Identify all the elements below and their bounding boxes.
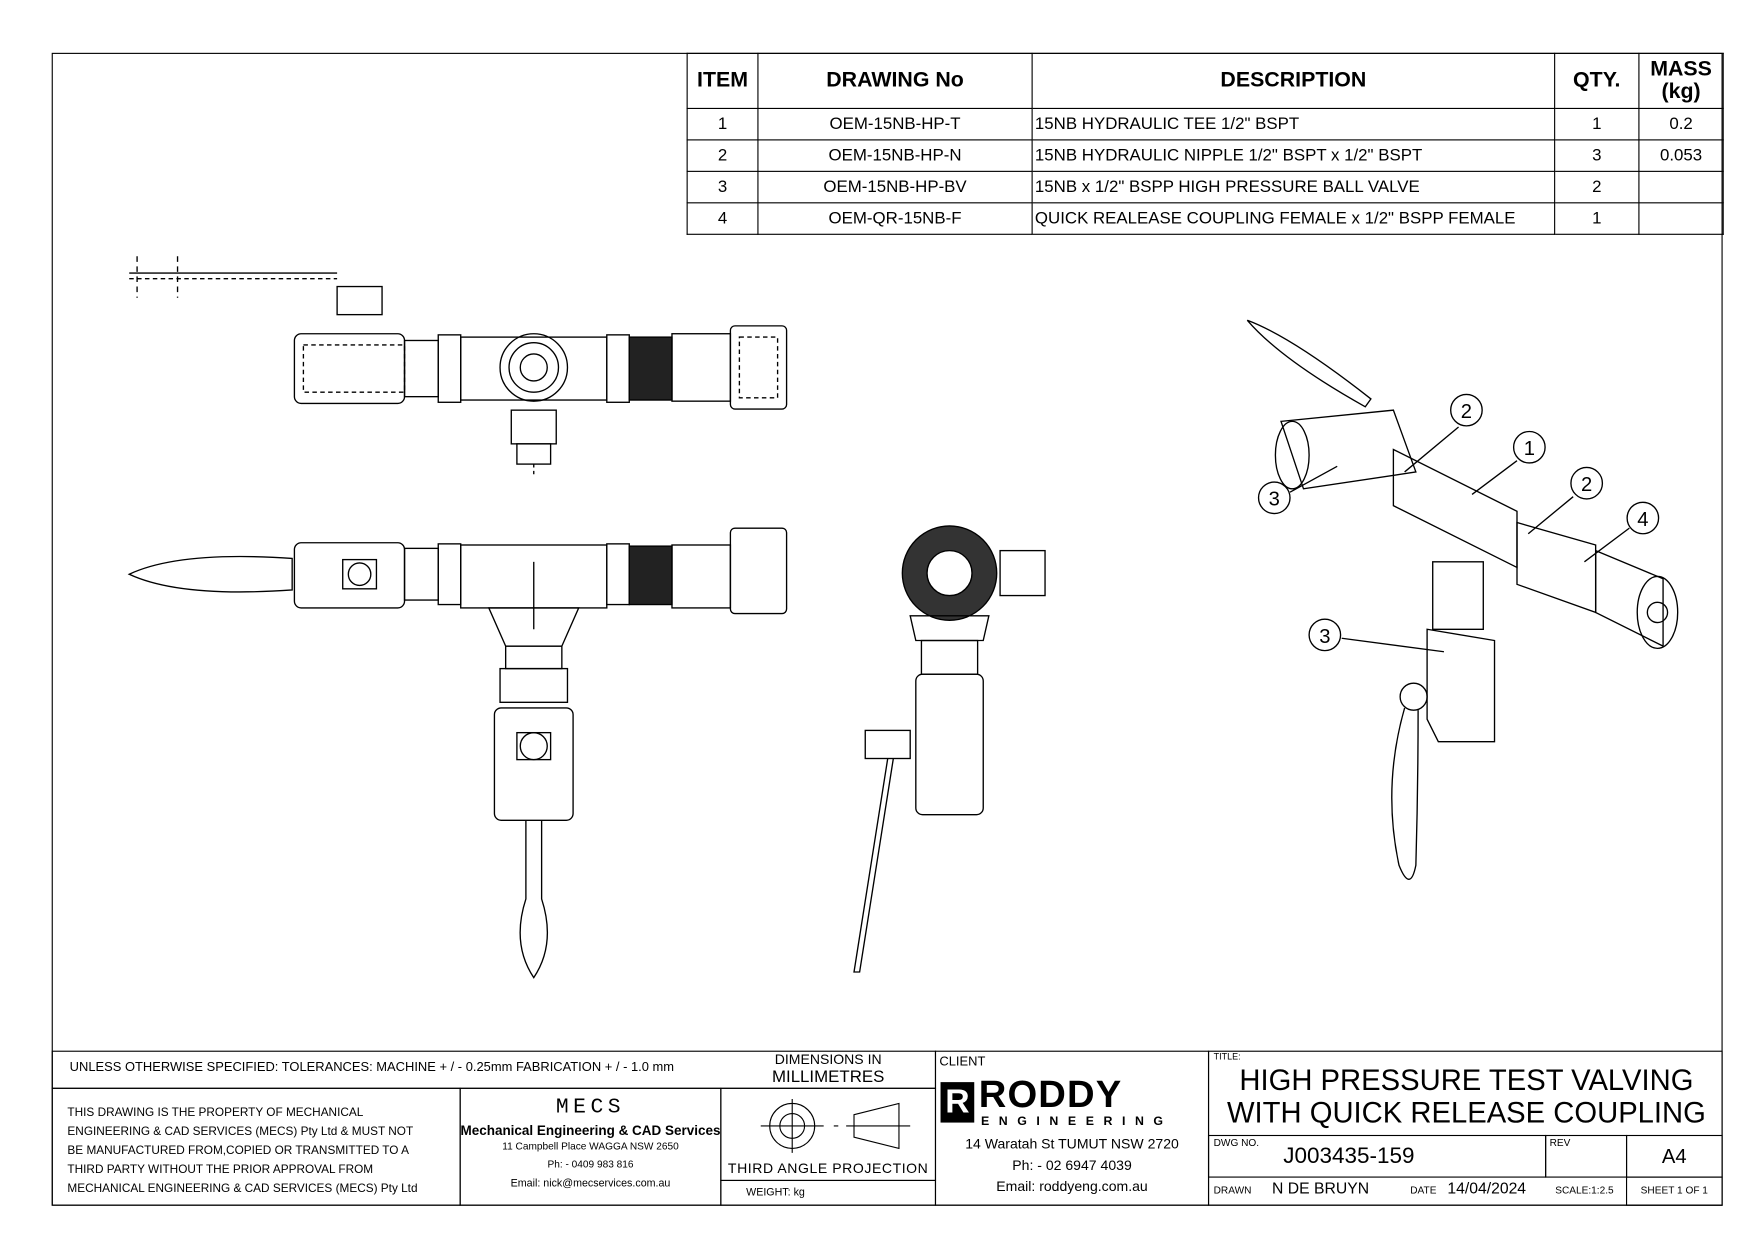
balloon-number: 3: [1319, 626, 1330, 648]
bom-item: 1: [686, 107, 759, 141]
balloon-number: 1: [1524, 438, 1535, 460]
dwg-no: J003435-159: [1283, 1143, 1415, 1169]
front-view: [127, 527, 788, 979]
bom-header-row: ITEM DRAWING No DESCRIPTION QTY. MASS (k…: [686, 52, 1724, 109]
bill-of-materials: ITEM DRAWING No DESCRIPTION QTY. MASS (k…: [686, 52, 1724, 235]
title-line2: WITH QUICK RELEASE COUPLING: [1226, 1095, 1706, 1130]
bom-header-mass: MASS (kg): [1638, 52, 1724, 109]
roddy-logo-subtext: ENGINEERING: [980, 1114, 1173, 1129]
bom-header-drawing-no: DRAWING No: [757, 52, 1033, 109]
isometric-view: [1246, 319, 1679, 880]
date-label: DATE: [1410, 1184, 1437, 1196]
roddy-logo-text: RODDY: [978, 1073, 1123, 1116]
notice-line: ENGINEERING & CAD SERVICES (MECS) Pty Lt…: [67, 1124, 414, 1139]
balloon-number: 4: [1637, 509, 1648, 531]
bom-description: 15NB HYDRAULIC TEE 1/2" BSPT: [1031, 107, 1556, 141]
balloon: [1626, 501, 1660, 535]
bom-description: 15NB HYDRAULIC NIPPLE 1/2" BSPT x 1/2" B…: [1031, 139, 1556, 172]
drawing-date: 14/04/2024: [1447, 1178, 1527, 1197]
balloon-number: 3: [1269, 489, 1280, 511]
bom-mass: [1638, 202, 1724, 235]
bom-header-item: ITEM: [686, 52, 759, 109]
bom-item: 3: [686, 170, 759, 204]
bom-mass: 0.053: [1638, 139, 1724, 172]
balloon: [1570, 466, 1604, 500]
mecs-info: MECS Mechanical Engineering & CAD Servic…: [460, 1094, 722, 1190]
bom-header-qty: QTY.: [1554, 52, 1640, 109]
bom-description: QUICK REALEASE COUPLING FEMALE x 1/2" BS…: [1031, 202, 1556, 235]
balloon: [1512, 430, 1546, 464]
dimensions-line1: DIMENSIONS IN: [774, 1051, 882, 1068]
drawing-title: HIGH PRESSURE TEST VALVING WITH QUICK RE…: [1214, 1064, 1720, 1129]
projection-label: THIRD ANGLE PROJECTION: [727, 1160, 929, 1177]
balloon-number: 2: [1581, 474, 1592, 496]
roddy-logo: R RODDY ENGINEERING: [940, 1073, 1206, 1129]
drawn-by: N DE BRUYN: [1272, 1178, 1370, 1197]
dwg-no-label: DWG NO.: [1213, 1137, 1260, 1149]
property-notice: THIS DRAWING IS THE PROPERTY OF MECHANIC…: [67, 1103, 417, 1199]
drawing-scale: SCALE:1:2.5: [1555, 1184, 1614, 1196]
dimensions-line2: MILLIMETRES: [771, 1067, 885, 1087]
notice-line: MECHANICAL ENGINEERING & CAD SERVICES (M…: [67, 1182, 418, 1196]
client-address: 14 Waratah St TUMUT NSW 2720: [965, 1136, 1179, 1152]
client-phone: Ph: - 02 6947 4039: [1012, 1157, 1132, 1174]
mecs-logo: MECS: [555, 1094, 626, 1120]
balloon: [1308, 618, 1342, 652]
bom-item: 2: [686, 139, 759, 172]
side-view: [853, 525, 1046, 973]
balloon: [1257, 481, 1291, 515]
top-view: [129, 256, 788, 478]
bom-qty: 1: [1554, 107, 1640, 141]
sheet-box: [1625, 1176, 1723, 1206]
title-box: [1207, 1050, 1723, 1206]
rev-label: REV: [1549, 1137, 1571, 1149]
bom-drawing-no: OEM-15NB-HP-N: [757, 139, 1033, 172]
weight-label: WEIGHT: kg: [746, 1186, 805, 1199]
notice-line: THIS DRAWING IS THE PROPERTY OF MECHANIC…: [67, 1105, 364, 1120]
bom-item: 4: [686, 202, 759, 235]
bom-drawing-no: OEM-15NB-HP-BV: [757, 170, 1033, 204]
tolerance-note: UNLESS OTHERWISE SPECIFIED: TOLERANCES: …: [69, 1060, 675, 1075]
balloon-callouts: 3 2 1 2 4 3: [1257, 393, 1660, 653]
title-line1: HIGH PRESSURE TEST VALVING: [1239, 1063, 1694, 1097]
drawn-label: DRAWN: [1213, 1184, 1252, 1196]
bom-qty: 1: [1554, 202, 1640, 235]
client-contact: 14 Waratah St TUMUT NSW 2720 Ph: - 02 69…: [935, 1134, 1209, 1198]
mecs-address: 11 Campbell Place WAGGA NSW 2650: [502, 1140, 679, 1152]
mecs-phone: Ph: - 0409 983 816: [547, 1158, 634, 1170]
bom-drawing-no: OEM-QR-15NB-F: [757, 202, 1033, 235]
client-email: Email: roddyeng.com.au: [996, 1178, 1148, 1195]
balloon: [1450, 393, 1483, 427]
mecs-name: Mechanical Engineering & CAD Services: [460, 1122, 721, 1139]
bom-drawing-no: OEM-15NB-HP-T: [757, 107, 1033, 141]
bom-qty: 3: [1554, 139, 1640, 172]
notice-line: THIRD PARTY WITHOUT THE PRIOR APPROVAL F…: [67, 1163, 374, 1177]
notice-line: BE MANUFACTURED FROM,COPIED OR TRANSMITT…: [67, 1143, 409, 1158]
sheet-size: A4: [1661, 1145, 1687, 1168]
bom-header-description: DESCRIPTION: [1031, 52, 1556, 109]
client-label: CLIENT: [939, 1055, 986, 1069]
sheet-number: SHEET 1 OF 1: [1640, 1184, 1708, 1196]
third-angle-projection-icon: [760, 1098, 911, 1153]
title-label: TITLE:: [1213, 1051, 1241, 1062]
balloon-number: 2: [1461, 401, 1472, 423]
bom-mass: 0.2: [1638, 107, 1724, 141]
bom-description: 15NB x 1/2" BSPP HIGH PRESSURE BALL VALV…: [1031, 170, 1556, 204]
mecs-email: Email: nick@mecservices.com.au: [510, 1177, 671, 1190]
bom-mass: [1638, 170, 1724, 204]
bom-qty: 2: [1554, 170, 1640, 204]
